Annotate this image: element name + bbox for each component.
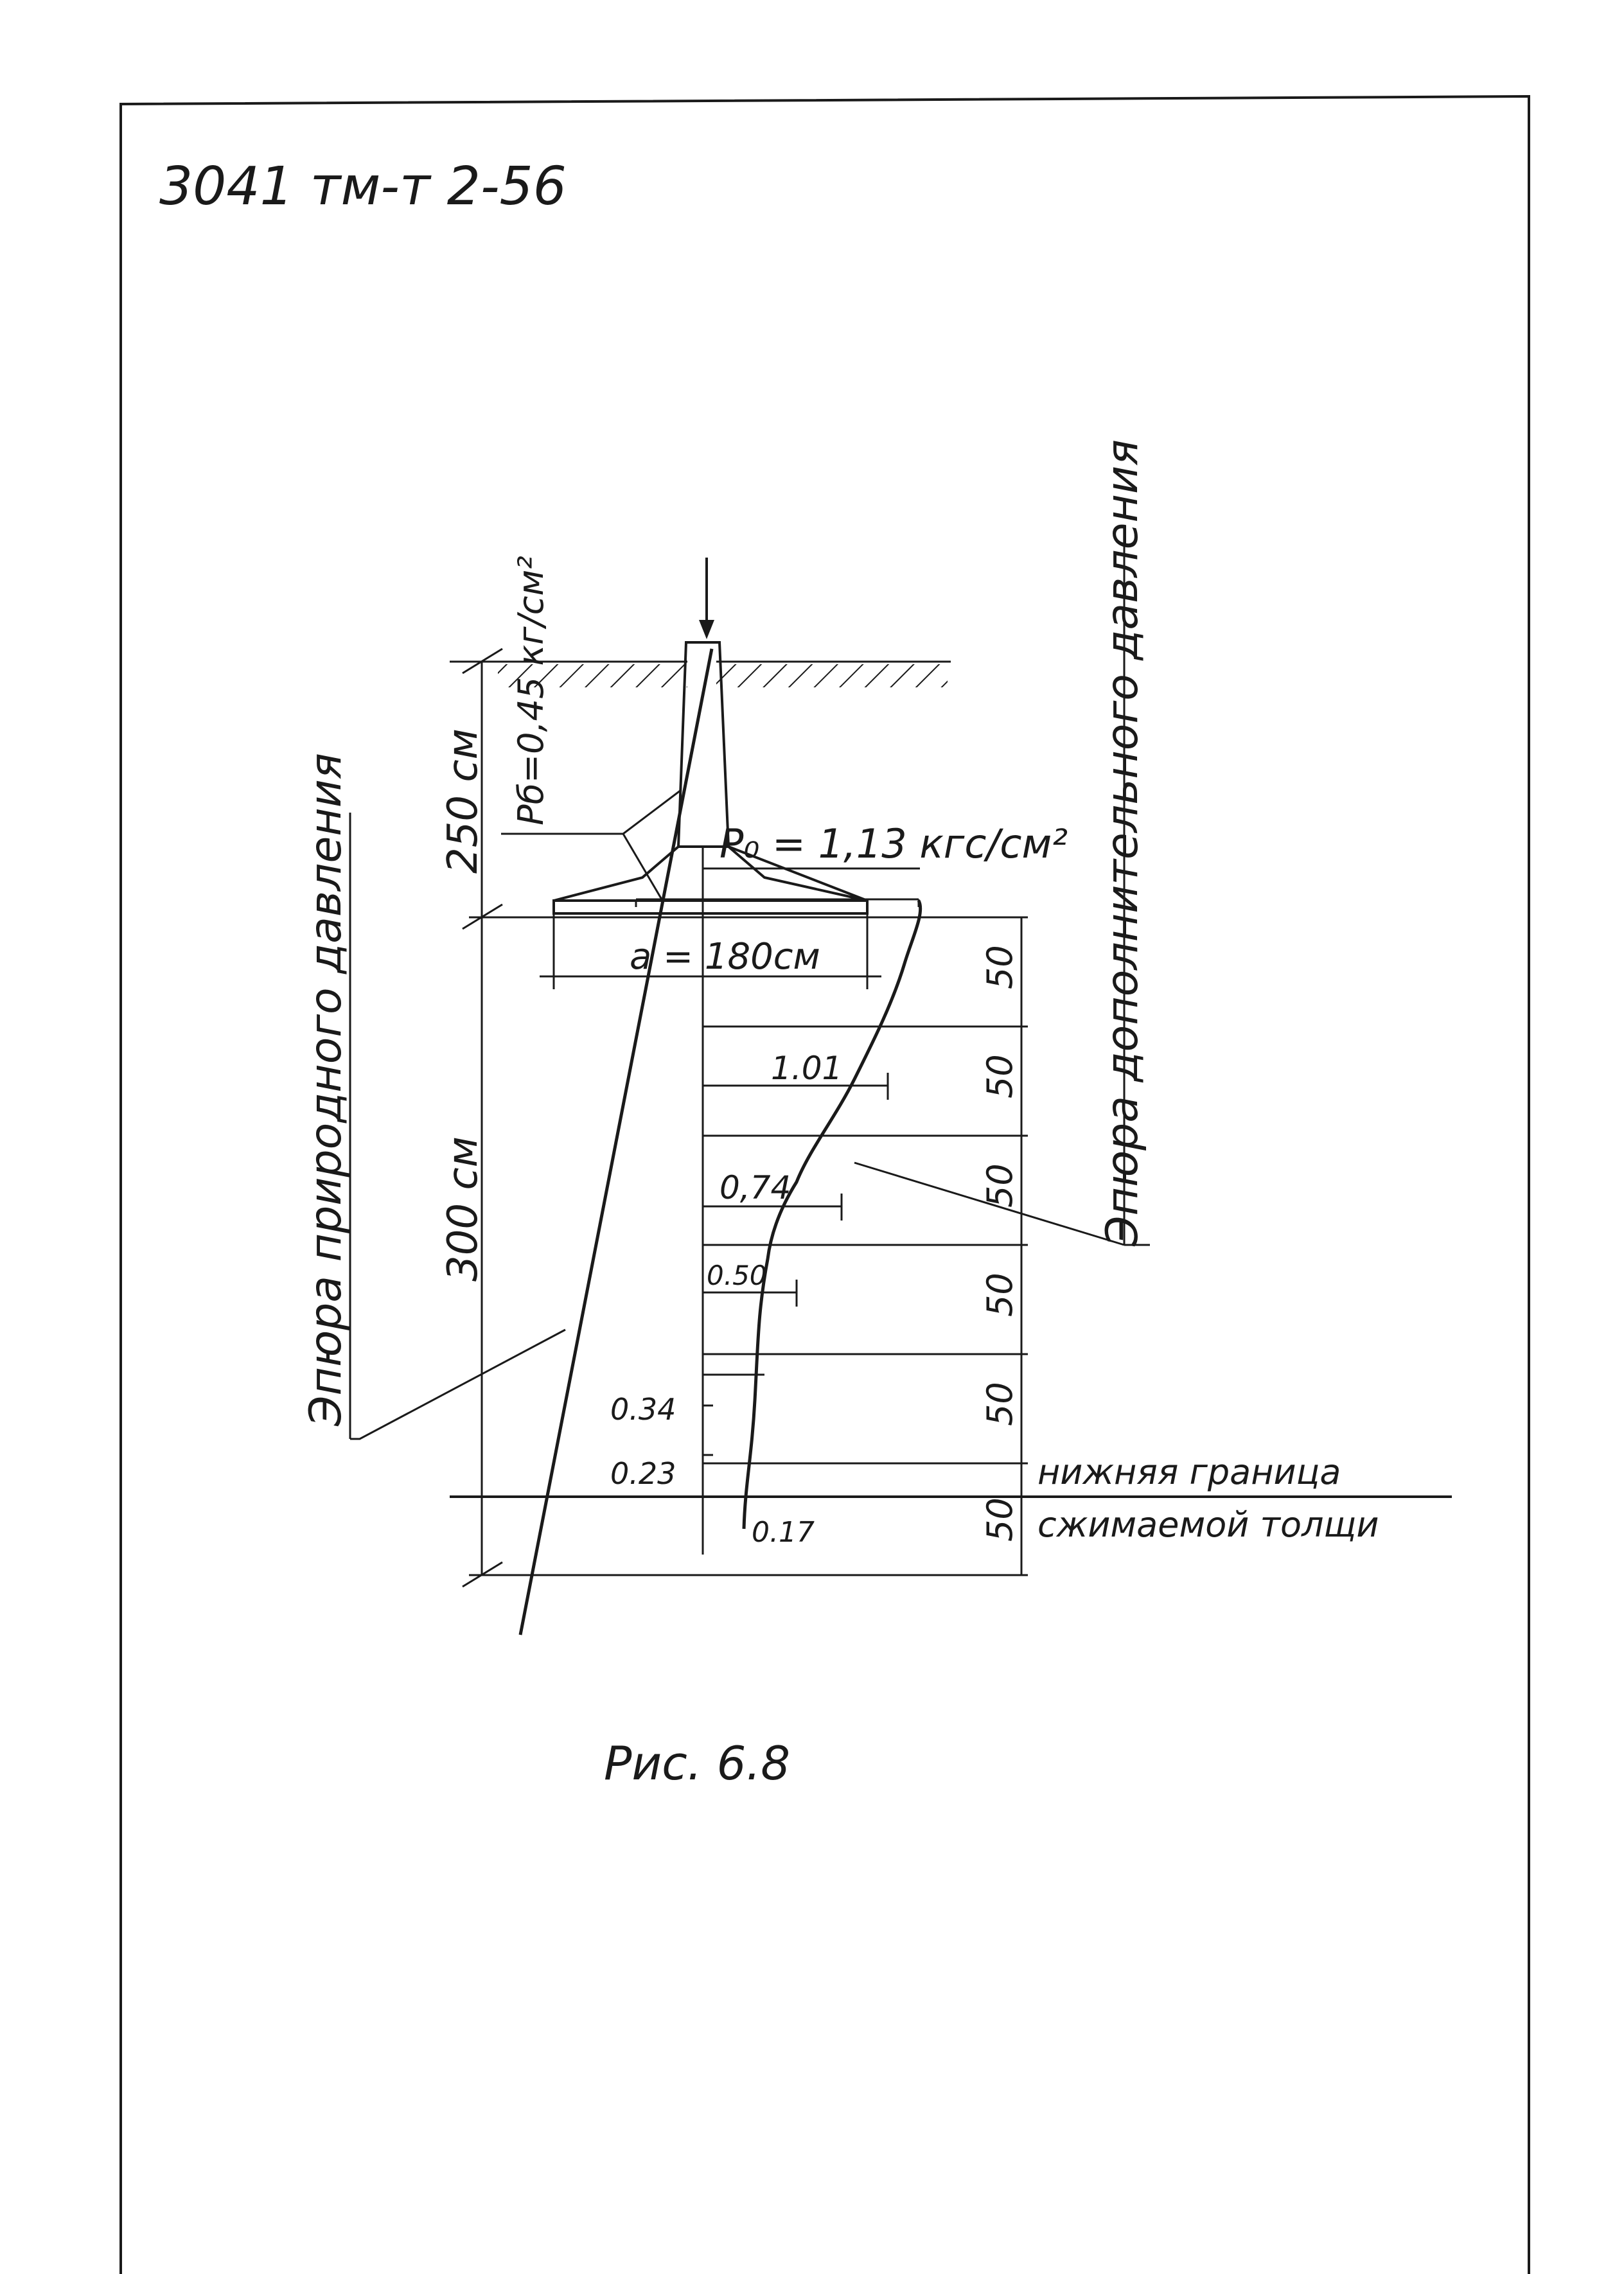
figure-caption: Рис. 6.8: [604, 1736, 790, 1790]
layer-thickness-5: 50: [980, 1382, 1020, 1426]
layer-thickness-1: 50: [980, 945, 1020, 989]
layer-dimension: [703, 917, 1028, 1575]
natural-pressure-line: [518, 648, 714, 1635]
pressure-value-1: 1.01: [771, 1050, 842, 1087]
depth-lower-label: 300 см: [439, 1136, 487, 1282]
layer-thickness-6: 50: [980, 1497, 1020, 1542]
pressure-value-6: 0.17: [752, 1516, 815, 1549]
natural-epure-label: Эпюра природного давления: [301, 753, 351, 1427]
layer-thickness-2: 50: [980, 1054, 1020, 1098]
layer-thickness-4: 50: [980, 1273, 1020, 1317]
pb-leader: [501, 789, 682, 900]
pressure-value-4: 0.34: [610, 1392, 676, 1427]
lower-boundary-label-2: сжимаемой толщи: [1037, 1504, 1379, 1545]
pb-label: Pб=0,45 кг/см²: [511, 556, 551, 825]
p0-dimension: [635, 867, 920, 907]
lower-boundary-label-1: нижняя граница: [1037, 1452, 1341, 1492]
additional-pressure-curve: [742, 899, 922, 1529]
width-a-label: а = 180см: [630, 936, 820, 978]
additional-epure-leader: [854, 1161, 1150, 1246]
ground-surface: [450, 660, 951, 687]
sheet-frame: [119, 94, 1530, 2274]
depth-upper-label: 250 см: [439, 728, 487, 874]
value-ticks: [703, 1073, 889, 1456]
load-arrow: [699, 558, 714, 639]
p0-label: P₀ = 1,13 кгс/см²: [719, 820, 1068, 867]
layer-thickness-3: 50: [980, 1163, 1020, 1208]
pressure-value-3: 0.50: [707, 1260, 767, 1291]
additional-epure-label: Эпюра дополнительного давления: [1097, 439, 1148, 1247]
natural-epure-leader: [350, 1328, 566, 1440]
pressure-value-5: 0.23: [610, 1456, 676, 1491]
width-dimension: [540, 913, 881, 989]
depth-dimension: [450, 648, 1028, 1588]
doc-code: 3041 тм-т 2-56: [159, 156, 567, 217]
pressure-value-2: 0,74: [719, 1169, 791, 1206]
